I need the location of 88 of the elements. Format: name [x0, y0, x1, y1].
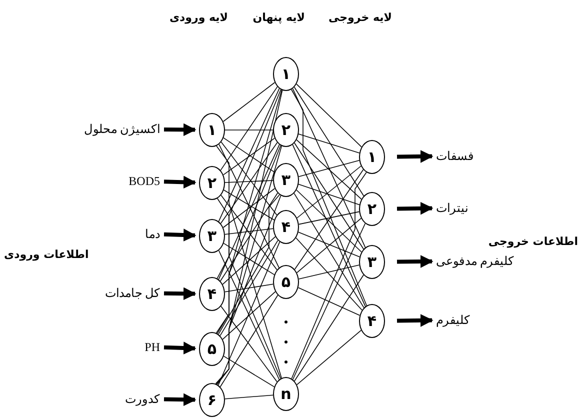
neuron-circle: ۶ [199, 383, 225, 417]
output-label: کلیفرم [436, 311, 470, 329]
layer-title: لایه پنهان [252, 10, 305, 26]
connection-line [223, 190, 275, 220]
arrow [164, 228, 196, 242]
neuron-circle: ۳ [273, 163, 299, 197]
connection-line [220, 294, 278, 388]
connection-line [223, 356, 275, 388]
connection-line [298, 211, 360, 225]
neuron-circle: ۴ [273, 210, 299, 244]
neuron-circle: ۲ [273, 113, 299, 147]
connection-line [296, 166, 362, 218]
arrow [164, 176, 196, 189]
connection-line [224, 284, 274, 292]
layer-title: لایه خروجی [328, 10, 392, 26]
connection-line [222, 82, 276, 122]
connection-line [216, 90, 282, 334]
connection-line [218, 194, 280, 335]
connection-line [294, 142, 364, 250]
connection-line [223, 242, 275, 276]
connection-line [216, 145, 282, 334]
neuron-circle: ۵ [273, 265, 299, 299]
neuron-circle: ۳ [359, 245, 385, 279]
connection-line [296, 139, 362, 200]
neuron-circle: ۴ [199, 277, 225, 311]
arrow [396, 202, 434, 215]
neuron-circle: ۱ [359, 140, 385, 174]
arrow [164, 123, 196, 136]
arrow [396, 255, 434, 268]
connection-line [224, 228, 274, 235]
connection-line [220, 192, 278, 282]
neuron-circle: ۴ [359, 304, 385, 338]
connection-line [292, 88, 366, 248]
connection-line [294, 192, 364, 308]
neuron-circle: ۲ [359, 192, 385, 226]
input-label: کل جامدات [105, 284, 160, 302]
connection-line [296, 190, 362, 252]
arrow [164, 342, 196, 354]
connection-line [291, 89, 367, 306]
connection-line [220, 306, 278, 382]
output-label: کلیفرم مدفوعی [436, 252, 514, 270]
connection-line [222, 291, 276, 340]
connection-line [216, 89, 282, 279]
connection-line [298, 232, 360, 258]
connection-line [296, 218, 362, 274]
connection-line [298, 184, 360, 206]
connection-line [220, 194, 278, 270]
connection-line [298, 160, 360, 177]
arrow [396, 314, 434, 327]
side-label: اطلاعات ورودی [4, 247, 89, 263]
connection-line [292, 144, 366, 307]
connection-line [222, 236, 276, 285]
input-label: کدورت [125, 390, 160, 408]
connection-line [296, 330, 362, 386]
neuron-circle: ۱ [199, 113, 225, 147]
output-label: فسفات [436, 147, 474, 165]
connection-line [222, 188, 276, 228]
neuron-circle: ۵ [199, 332, 225, 366]
connection-line [220, 240, 278, 336]
arrow [164, 393, 196, 406]
neuron-circle: ۲ [199, 166, 225, 200]
input-label: BOD5 [128, 172, 160, 190]
connection-line [294, 86, 364, 196]
input-label: اکسیژن محلول [84, 120, 160, 138]
connection-line [296, 84, 362, 148]
arrow [396, 150, 434, 163]
output-label: نیترات [436, 199, 468, 217]
neuron-circle: ۱ [273, 57, 299, 91]
input-label: دما [145, 225, 160, 243]
connection-line [215, 90, 283, 384]
connection-line [298, 264, 360, 280]
connection-line [292, 223, 366, 380]
neuron-circle: ۳ [199, 219, 225, 253]
connection-line [294, 169, 364, 270]
connection-line [294, 274, 364, 382]
connection-line [298, 287, 360, 316]
connection-line [224, 394, 274, 400]
arrow [164, 287, 196, 300]
connection-line [218, 88, 280, 222]
layer-title: لایه ورودی [169, 10, 228, 26]
connection-line [298, 134, 360, 154]
neuron-circle: n [273, 377, 299, 411]
connection-line [220, 86, 278, 171]
input-label: PH [144, 338, 160, 356]
connection-line [224, 180, 274, 183]
side-label: اطلاعات خروجی [488, 234, 578, 250]
connection-line [291, 172, 367, 379]
connection-line [296, 238, 362, 310]
